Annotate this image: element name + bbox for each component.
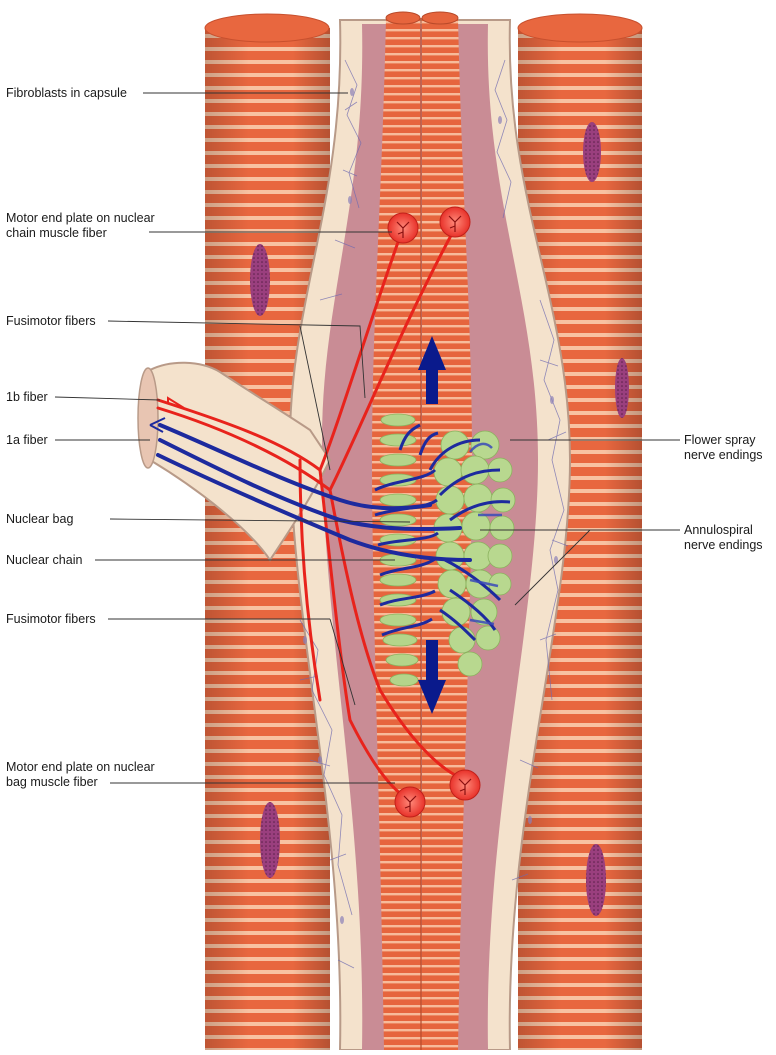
nucleus-icon	[260, 802, 280, 878]
label-fibroblasts: Fibroblasts in capsule	[6, 86, 127, 100]
label-annulospiral-line2: nerve endings	[684, 538, 763, 552]
label-motor-bag-line2: bag muscle fiber	[6, 775, 98, 789]
label-nuclear-bag: Nuclear bag	[6, 512, 73, 526]
label-nuclear-chain: Nuclear chain	[6, 553, 82, 567]
label-motor-chain-line1: Motor end plate on nuclear	[6, 211, 155, 225]
label-1a-fiber: 1a fiber	[6, 433, 48, 447]
nucleus-icon	[250, 244, 270, 316]
nucleus-icon	[586, 844, 606, 916]
nucleus-icon	[583, 122, 601, 182]
label-annulospiral-line1: Annulospiral	[684, 523, 753, 537]
label-flower-spray-line1: Flower spray	[684, 433, 756, 447]
label-motor-chain-line2: chain muscle fiber	[6, 226, 107, 240]
nucleus-icon	[615, 358, 629, 418]
label-1b-fiber: 1b fiber	[6, 390, 48, 404]
label-fusimotor-top: Fusimotor fibers	[6, 314, 96, 328]
label-flower-spray-line2: nerve endings	[684, 448, 763, 462]
label-motor-bag-line1: Motor end plate on nuclear	[6, 760, 155, 774]
label-fusimotor-bottom: Fusimotor fibers	[6, 612, 96, 626]
